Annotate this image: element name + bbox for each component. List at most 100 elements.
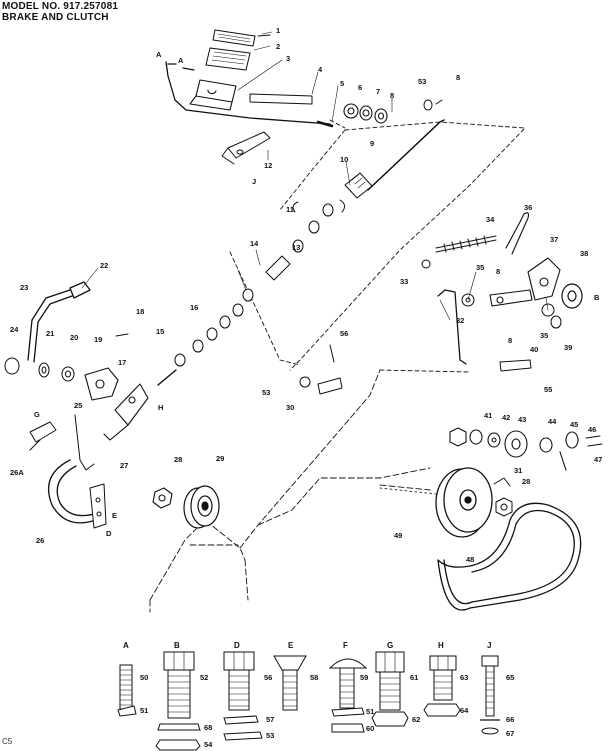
callout-labels: 1 2 3 A A 4 5 6 7 8 53 8 9 10 11 12 J 13…: [10, 26, 602, 564]
callout-a-1: A: [156, 50, 162, 59]
part-40-bar: [499, 359, 532, 372]
part-11-nuts: [292, 199, 346, 253]
legend-f-letter: F: [343, 641, 348, 650]
legend-h-part-63: 63: [460, 673, 468, 682]
hw-b-hex-bolt: [155, 651, 201, 751]
legend-g-part-62: 62: [412, 715, 420, 724]
callout-28-a: 28: [174, 455, 182, 464]
part-12-bracket: [221, 131, 271, 165]
callout-18: 18: [136, 307, 144, 316]
callout-e: E: [112, 511, 117, 520]
corner-mark: C5: [2, 737, 13, 746]
part-3-pedal: [189, 79, 237, 111]
legend-j-part-65: 65: [506, 673, 514, 682]
callout-leaders: [81, 31, 549, 321]
legend-b-part-68: 68: [204, 723, 212, 732]
hw-e-flat-screw: [273, 655, 307, 711]
legend-j-letter: J: [487, 641, 491, 650]
legend-h-part-64: 64: [460, 706, 469, 715]
callout-4: 4: [318, 65, 323, 74]
legend-d-part-57: 57: [266, 715, 274, 724]
callout-26a: 26A: [10, 468, 24, 477]
legend-d-part-53: 53: [266, 731, 274, 740]
hw-g-hex-bolt: [371, 651, 409, 727]
callout-39: 39: [564, 343, 572, 352]
callout-1: 1: [276, 26, 280, 35]
hw-a-bolt: [117, 664, 137, 717]
callout-37: 37: [550, 235, 558, 244]
frame-outline: [229, 119, 526, 373]
callout-47: 47: [594, 455, 602, 464]
callout-8-b: 8: [456, 73, 460, 82]
legend-f-part-60: 60: [366, 724, 374, 733]
part-37-bracket: [527, 257, 561, 301]
clutch-lever-arm: [489, 289, 533, 307]
callout-29: 29: [216, 454, 224, 463]
callout-j: J: [252, 177, 256, 186]
callout-44: 44: [548, 417, 557, 426]
part-23-shift-lever: [27, 281, 91, 363]
callout-9: 9: [370, 139, 374, 148]
part-36-hook: [505, 212, 530, 255]
callout-27: 27: [120, 461, 128, 470]
callout-46: 46: [588, 425, 596, 434]
part-28-nut-right: [495, 497, 513, 517]
callout-33: 33: [400, 277, 408, 286]
left-washers: [4, 357, 75, 382]
part-55-pin: [329, 344, 335, 363]
nut-53-top: [423, 99, 443, 111]
legend-a-letter: A: [123, 641, 129, 650]
part-10-spring-cylinder: [344, 172, 373, 199]
callout-20: 20: [70, 333, 78, 342]
callout-40: 40: [530, 345, 538, 354]
callout-30: 30: [286, 403, 294, 412]
callout-6: 6: [358, 83, 362, 92]
callout-35-b: 35: [540, 331, 548, 340]
chassis-frame: [149, 369, 431, 613]
callout-48: 48: [466, 555, 474, 564]
legend-d-letter: D: [234, 641, 240, 650]
callout-55-a: 55: [544, 385, 552, 394]
callout-24: 24: [10, 325, 19, 334]
legend-g-part-61: 61: [410, 673, 418, 682]
callout-34: 34: [486, 215, 495, 224]
callout-h: H: [158, 403, 163, 412]
legend-a-part-51: 51: [140, 706, 148, 715]
legend-f-part-51: 51: [366, 707, 374, 716]
callout-22: 22: [100, 261, 108, 270]
callout-23: 23: [20, 283, 28, 292]
callout-10: 10: [340, 155, 348, 164]
legend-j-part-66: 66: [506, 715, 514, 724]
callout-8-c: 8: [496, 267, 500, 276]
legend-a-part-50: 50: [140, 673, 148, 682]
callout-53-b: 53: [262, 388, 270, 397]
brake-pedal-rod: [165, 61, 334, 128]
callout-35-a: 35: [476, 263, 484, 272]
part-49-main-pulley: [435, 467, 493, 538]
legend-f-part-59: 59: [360, 673, 368, 682]
callout-g: G: [34, 410, 40, 419]
part-19-bracket: [84, 367, 119, 401]
callout-56: 56: [340, 329, 348, 338]
callout-36: 36: [524, 203, 532, 212]
part-29-pulley: [183, 485, 220, 529]
legend-j-part-67: 67: [506, 729, 514, 738]
callout-5: 5: [340, 79, 344, 88]
part-17-lever: [103, 383, 149, 441]
callout-31: 31: [514, 466, 522, 475]
callout-a-2: A: [178, 56, 184, 65]
legend-b-part-54: 54: [204, 740, 213, 749]
part-16-washers: [174, 288, 254, 367]
part-25-arm: [74, 414, 95, 471]
callout-49: 49: [394, 531, 402, 540]
hw-d-hex-bolt: [223, 651, 263, 741]
callout-14: 14: [250, 239, 259, 248]
callout-21: 21: [46, 329, 54, 338]
callout-15: 15: [156, 327, 164, 336]
callout-8-a: 8: [390, 91, 394, 100]
hw-j-long-bolt: [480, 655, 500, 735]
part-38-idler: [561, 283, 583, 309]
legend-d-part-56: 56: [264, 673, 272, 682]
callout-38: 38: [580, 249, 588, 258]
